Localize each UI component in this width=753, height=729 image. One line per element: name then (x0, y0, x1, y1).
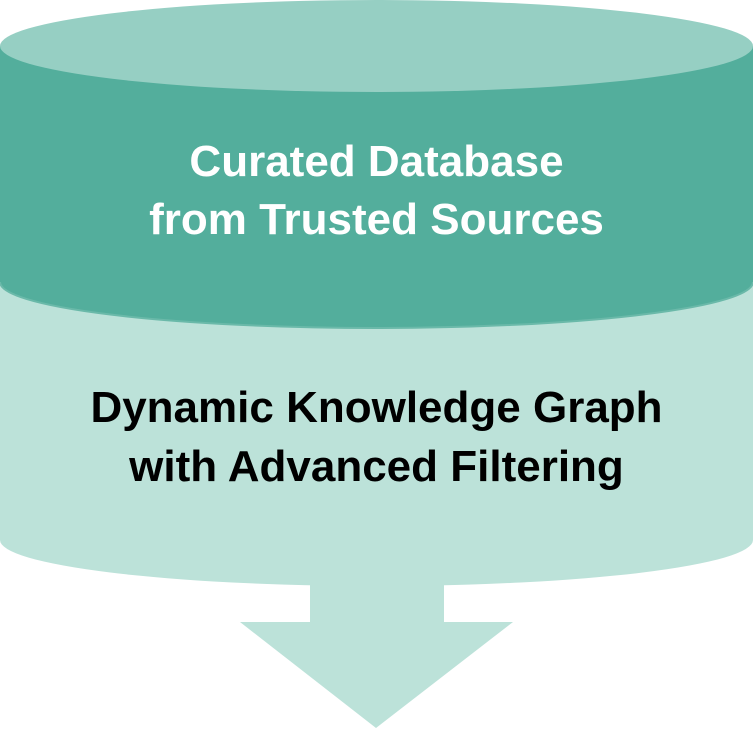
layer-separator (0, 281, 753, 329)
bottom-layer-title-line1: Dynamic Knowledge Graph (90, 383, 662, 432)
top-layer-title-line2: from Trusted Sources (149, 195, 604, 244)
top-layer-title-line1: Curated Database (189, 137, 563, 186)
bottom-layer-title-line2: with Advanced Filtering (128, 442, 624, 491)
down-arrow (240, 560, 513, 728)
top-layer-band (0, 46, 753, 328)
bottom-layer-body (0, 282, 753, 586)
cylinder-top-cap (0, 0, 753, 92)
